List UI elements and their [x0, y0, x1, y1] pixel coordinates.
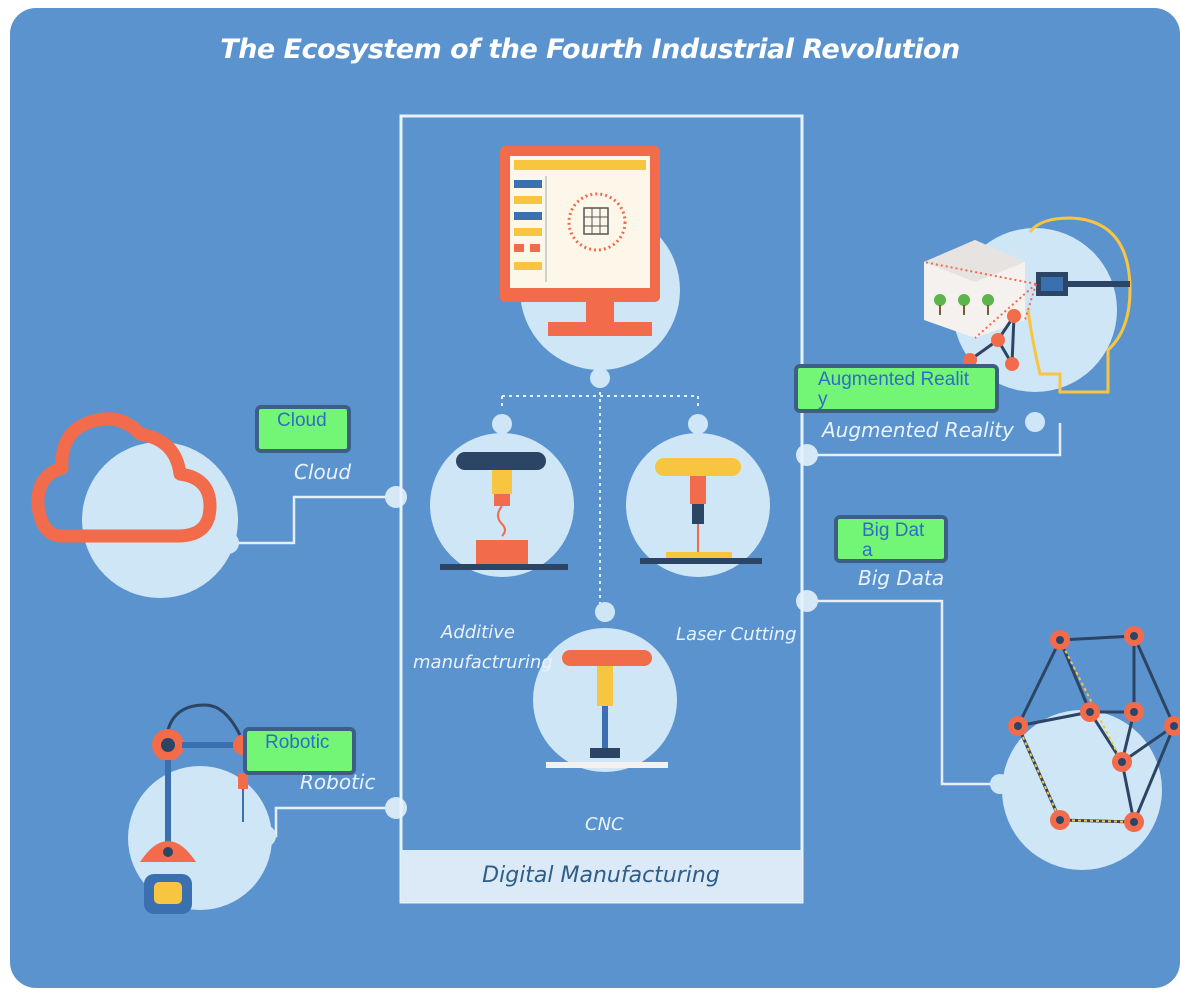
additive-printer-icon [440, 452, 568, 570]
monitor-icon [500, 146, 660, 336]
dotted-connectors [501, 378, 699, 608]
big-data-network-icon [1008, 626, 1180, 832]
footer-band [401, 850, 802, 902]
additive-label: Additive manufactruring [413, 622, 553, 673]
augmented-reality-icon [923, 216, 1132, 394]
connector-lines [228, 423, 1062, 838]
annotation-cloud: Cloud [255, 405, 351, 453]
cnc-machine-icon [546, 650, 668, 768]
cloud-icon [31, 412, 217, 543]
laser-cutter-icon [640, 458, 762, 564]
cloud-label: Cloud [294, 460, 352, 484]
annotation-robotic: Robotic [243, 727, 356, 775]
big-data-label: Big Data [858, 566, 945, 590]
annotation-big-data: Big Data [834, 515, 948, 563]
diagram-title: The Ecosystem of the Fourth Industrial R… [220, 34, 960, 65]
cnc-label: CNC [585, 814, 624, 835]
augmented-reality-label: Augmented Reality [822, 418, 1014, 442]
annotation-augmented-reality: Augmented Reality [794, 364, 999, 413]
digital-manufacturing-label: Digital Manufacturing [482, 863, 720, 888]
laser-cutting-label: Laser Cutting [676, 624, 797, 645]
